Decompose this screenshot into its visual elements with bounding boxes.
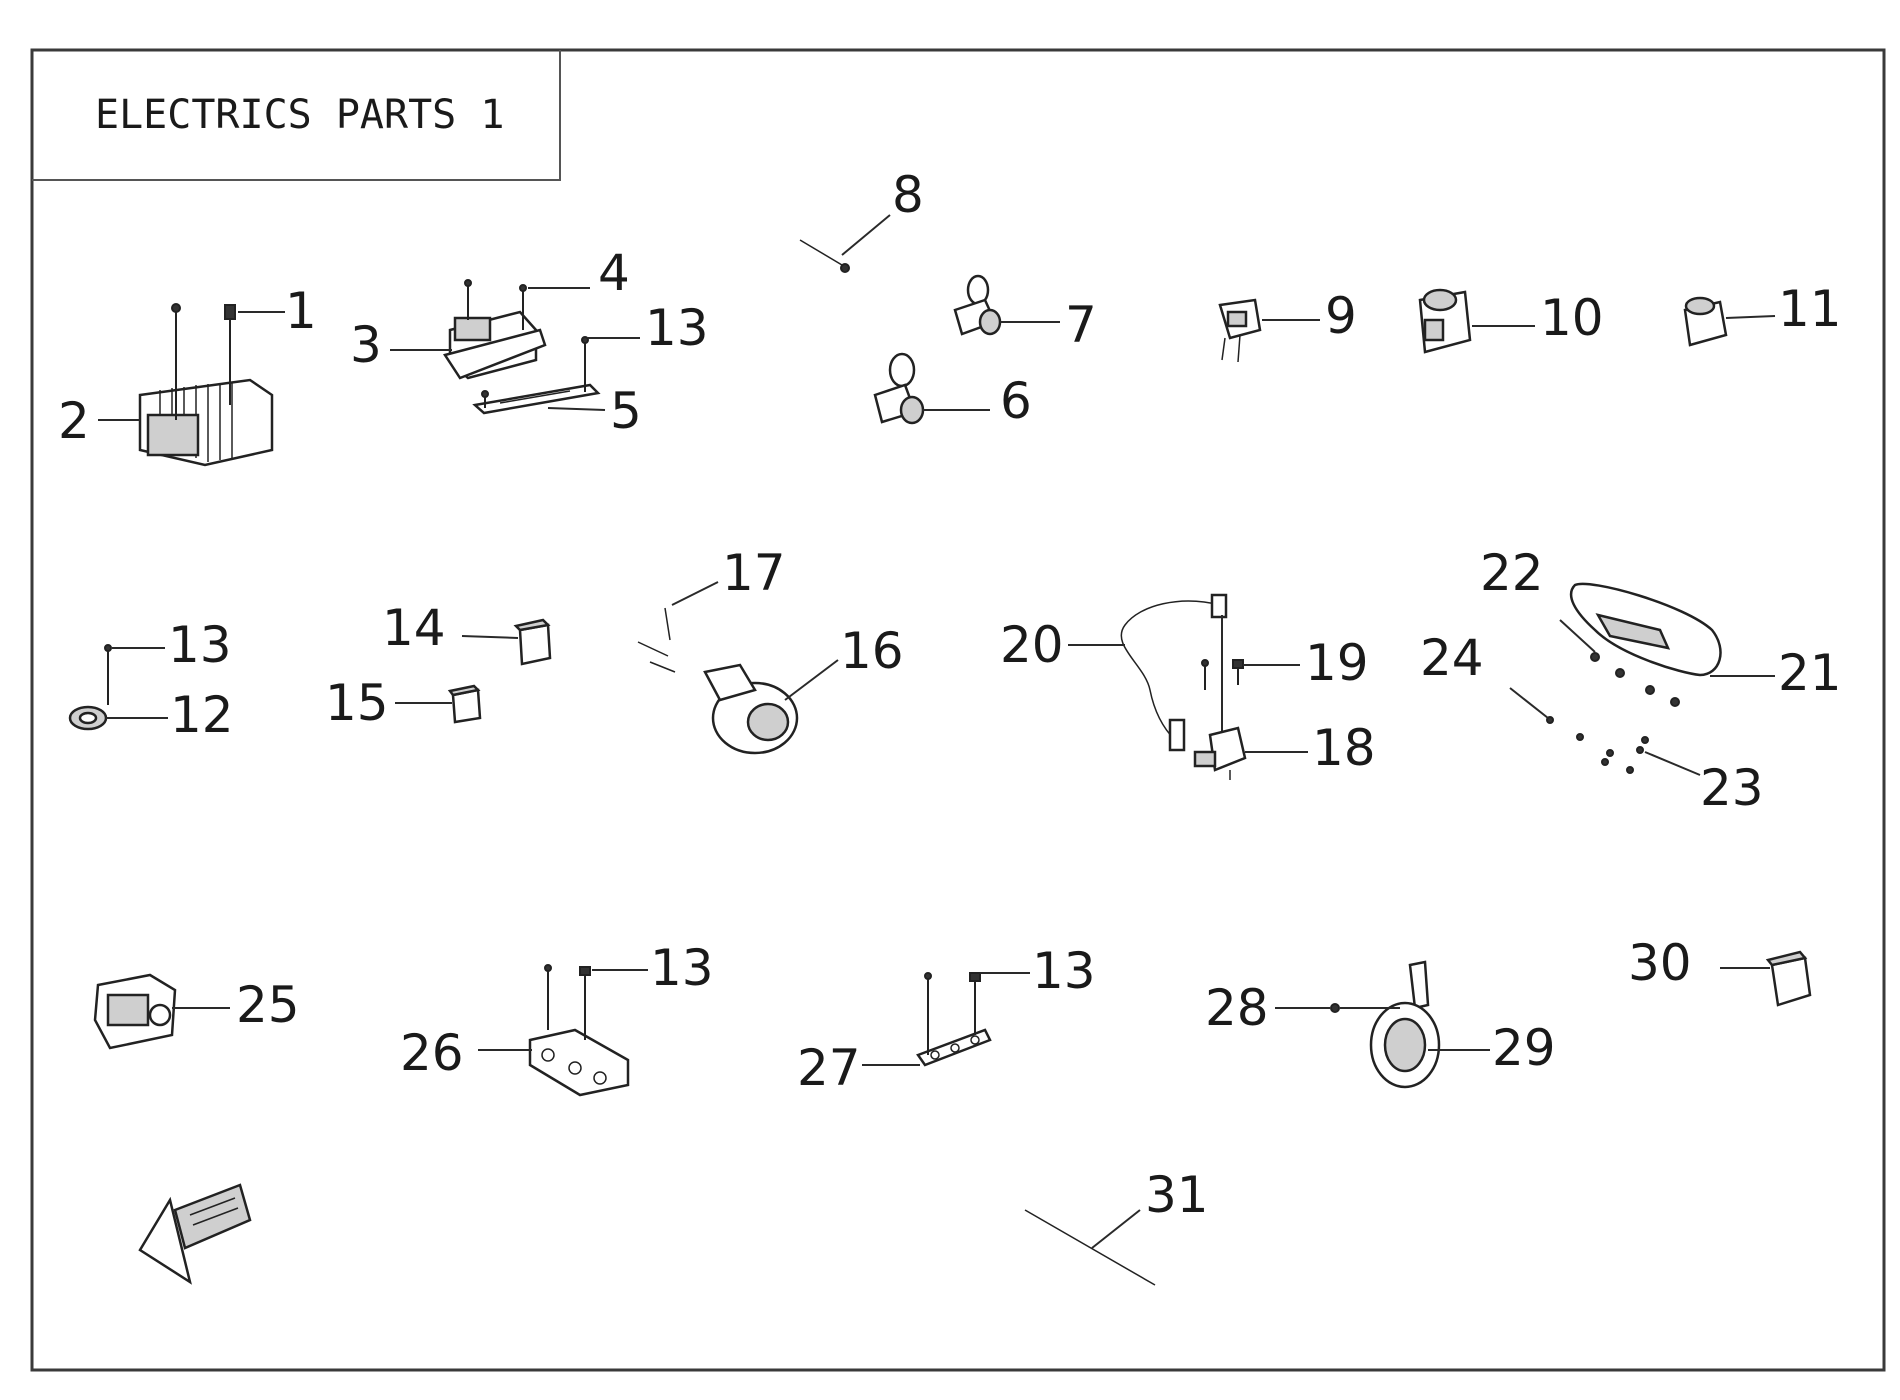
- callout-20: 20: [1000, 616, 1064, 674]
- part-17-wire-terminals: [637, 607, 676, 673]
- part-28-bolt: [1330, 1003, 1340, 1013]
- callout-18: 18: [1312, 719, 1376, 777]
- callout-7: 7: [1065, 296, 1097, 354]
- callout-2: 2: [58, 392, 90, 450]
- callout-13-c: 13: [650, 939, 714, 997]
- callout-28: 28: [1205, 979, 1269, 1037]
- part-13-bolts-d: [924, 972, 981, 1055]
- part-30-connector: [1765, 950, 1812, 1007]
- part-15-relay: [447, 684, 482, 724]
- part-19-bolts: [1201, 659, 1244, 690]
- callout-8: 8: [892, 166, 924, 224]
- part-25-switch-housing: [93, 973, 177, 1050]
- part-9-switch: [1218, 298, 1262, 363]
- callout-4: 4: [598, 244, 630, 302]
- part-7-connector: [953, 274, 1002, 336]
- part-1-bolts: [171, 303, 236, 420]
- part-3-control-unit: [443, 279, 547, 380]
- callout-24: 24: [1420, 629, 1484, 687]
- callout-13-d: 13: [1032, 942, 1096, 1000]
- callout-17: 17: [722, 544, 786, 602]
- part-6-connector: [873, 352, 925, 425]
- diagram-frame: [30, 48, 1886, 1372]
- part-29-horn: [1369, 960, 1441, 1089]
- callout-23: 23: [1700, 759, 1764, 817]
- callout-labels: 1 2 3 4 13 5 8 7 6 9 10 11 13 12 14 15 1…: [58, 166, 1842, 1224]
- part-2-regulator: [138, 378, 274, 467]
- callout-26: 26: [400, 1024, 464, 1082]
- title-box: ELECTRICS PARTS 1: [32, 50, 561, 181]
- callout-9: 9: [1325, 287, 1357, 345]
- part-26-bracket: [528, 1028, 630, 1097]
- callout-25: 25: [236, 976, 300, 1034]
- callout-19: 19: [1305, 634, 1369, 692]
- part-21-instrument-cluster: [1569, 582, 1722, 677]
- part-20-sensor-cable: [1120, 593, 1228, 752]
- part-5-bracket: [472, 336, 601, 415]
- callout-3: 3: [350, 316, 382, 374]
- callout-22: 22: [1480, 544, 1544, 602]
- callout-16: 16: [840, 622, 904, 680]
- callout-29: 29: [1492, 1019, 1556, 1077]
- part-11-sensor: [1683, 296, 1728, 347]
- callout-30: 30: [1628, 934, 1692, 992]
- callout-6: 6: [1000, 372, 1032, 430]
- callout-5: 5: [610, 382, 642, 440]
- callout-11: 11: [1778, 280, 1842, 338]
- diagram-title: ELECTRICS PARTS 1: [95, 92, 504, 138]
- callout-31: 31: [1145, 1166, 1209, 1224]
- warning-label-icon: [138, 1183, 252, 1285]
- part-8-cable-tie: [799, 239, 850, 273]
- callout-13-b: 13: [168, 616, 232, 674]
- callout-10: 10: [1540, 289, 1604, 347]
- part-18-sensor: [1193, 726, 1247, 780]
- callout-21: 21: [1778, 644, 1842, 702]
- callout-12: 12: [170, 686, 234, 744]
- part-16-motor: [703, 663, 799, 755]
- part-14-relay: [513, 618, 552, 666]
- callout-1: 1: [285, 282, 317, 340]
- callout-13-a: 13: [645, 299, 709, 357]
- part-13-bolts-c: [544, 964, 591, 1040]
- part-10-relay-box: [1418, 288, 1472, 354]
- part-27-bracket: [916, 1028, 992, 1067]
- callout-27: 27: [797, 1039, 861, 1097]
- part-24-screws: [1546, 716, 1649, 757]
- part-31-cable: [1024, 1209, 1156, 1286]
- part-23-screws: [1601, 746, 1644, 774]
- callout-14: 14: [382, 599, 446, 657]
- part-12-clip: [68, 705, 108, 731]
- part-22-washers: [1590, 652, 1680, 707]
- callout-15: 15: [325, 674, 389, 732]
- part-13-bolt-a: [104, 644, 112, 705]
